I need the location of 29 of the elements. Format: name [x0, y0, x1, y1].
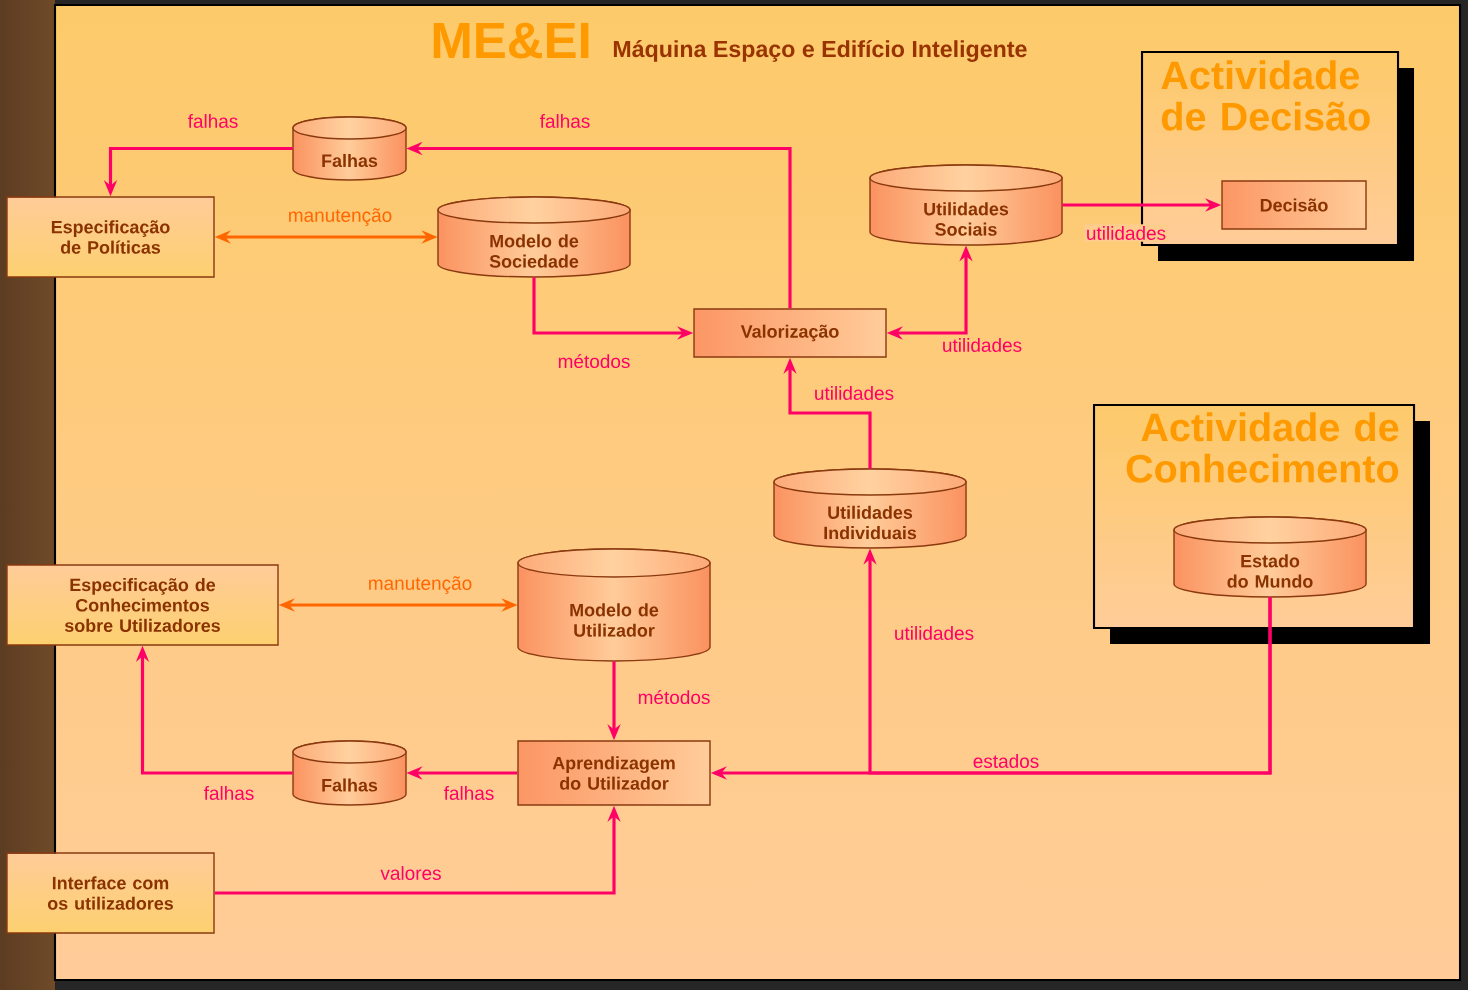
subtitle: Máquina Espaço e Edifício Inteligente: [613, 39, 1027, 62]
process-box: Valorização: [693, 308, 887, 358]
cylinder: Modelo de Utilizador: [517, 548, 711, 662]
process-box: Interface com os utilizadores: [6, 852, 215, 934]
process-box: Decisão: [1221, 180, 1367, 230]
cylinder: Falhas: [292, 740, 407, 806]
edge-label: métodos: [558, 353, 630, 369]
edge-label: manutenção: [369, 576, 472, 594]
edge-label: falhas: [203, 786, 254, 800]
cylinder: Falhas: [292, 116, 407, 181]
edge-label: valores: [380, 866, 441, 880]
edge-label: utilidades: [815, 386, 894, 400]
edge-label: utilidades: [895, 626, 974, 640]
edge-label: falhas: [443, 786, 494, 800]
cylinder: Utilidades Individuais: [773, 468, 967, 549]
process-box: Aprendizagem do Utilizador: [517, 740, 711, 806]
edge-label: métodos: [638, 689, 710, 705]
cylinder: Utilidades Sociais: [869, 164, 1063, 246]
edge-label: utilidades: [1084, 224, 1168, 242]
process-box: Especificação de Políticas: [6, 196, 215, 278]
edge-label: falhas: [187, 114, 238, 128]
process-box: Especificação de Conhecimentos sobre Utilizadores: [6, 564, 279, 646]
edge-label: utilidades: [943, 338, 1022, 352]
edge-label: estados: [973, 754, 1039, 768]
cylinder: Estado do Mundo: [1173, 516, 1367, 598]
title: ME&EI: [433, 22, 589, 59]
edge-label: falhas: [539, 114, 590, 128]
cylinder: Modelo de Sociedade: [437, 196, 631, 278]
edge-label: manutenção: [289, 208, 392, 226]
